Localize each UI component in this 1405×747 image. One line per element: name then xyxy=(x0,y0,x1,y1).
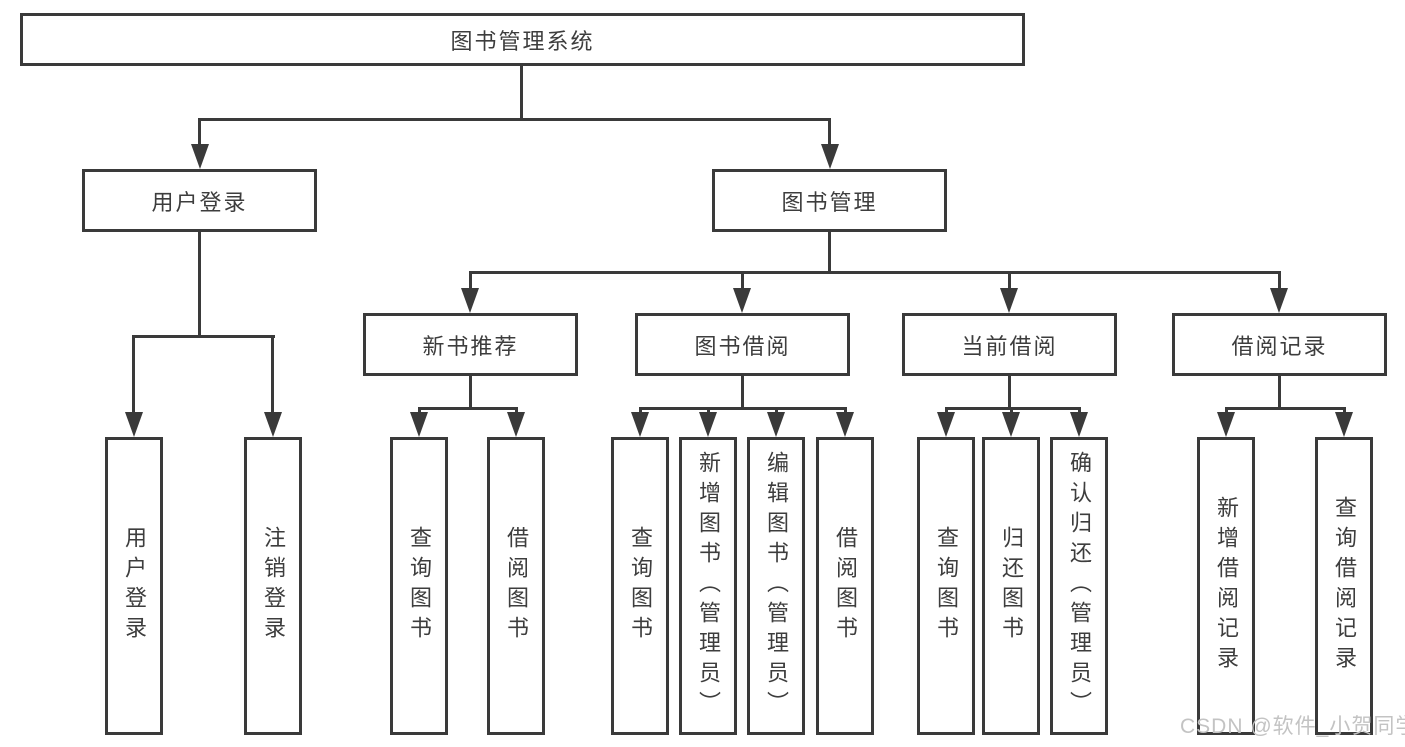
flow-line xyxy=(1225,407,1228,416)
flow-line xyxy=(1343,407,1346,416)
flow-line xyxy=(1010,407,1013,416)
flow-line xyxy=(198,118,201,148)
flow-line xyxy=(132,335,135,415)
node-label: 借阅图书 xyxy=(833,526,858,646)
flow-line xyxy=(198,232,201,335)
flow-line xyxy=(1008,271,1011,293)
flow-line xyxy=(1225,407,1346,410)
node-label: 用户登录 xyxy=(122,526,147,646)
node-label: 用户登录 xyxy=(151,189,248,215)
arrow-down-icon xyxy=(767,412,785,437)
arrow-down-icon xyxy=(461,288,479,313)
node-current-borrow: 当前借阅 xyxy=(902,313,1117,376)
arrow-down-icon xyxy=(410,412,428,437)
leaf-user-login: 用户登录 xyxy=(105,437,163,735)
flow-line xyxy=(1078,407,1081,416)
flow-line xyxy=(775,407,778,416)
node-label: 当前借阅 xyxy=(961,333,1058,359)
node-label: 图书管理系统 xyxy=(450,28,595,54)
arrow-down-icon xyxy=(733,288,751,313)
flow-line xyxy=(469,271,1281,274)
node-user-login: 用户登录 xyxy=(82,169,317,232)
node-library-system: 图书管理系统 xyxy=(20,13,1025,66)
watermark: CSDN @软件_小贺同学 xyxy=(1180,715,1405,738)
flow-line xyxy=(639,407,847,410)
node-book-borrow: 图书借阅 xyxy=(635,313,850,376)
flow-line xyxy=(469,271,472,293)
arrow-down-icon xyxy=(821,144,839,169)
arrow-down-icon xyxy=(1070,412,1088,437)
node-label: 确认归还（管理员） xyxy=(1067,451,1092,721)
flow-line xyxy=(132,335,275,338)
flow-line xyxy=(198,118,831,121)
node-label: 新增借阅记录 xyxy=(1214,496,1239,676)
node-label: 新增图书（管理员） xyxy=(696,451,721,721)
leaf-add-books-admin: 新增图书（管理员） xyxy=(679,437,737,735)
arrow-down-icon xyxy=(631,412,649,437)
arrow-down-icon xyxy=(191,144,209,169)
node-label: 借阅记录 xyxy=(1231,333,1328,359)
leaf-borrow-books: 借阅图书 xyxy=(816,437,874,735)
leaf-query-borrow-record: 查询借阅记录 xyxy=(1315,437,1373,735)
flow-line xyxy=(469,376,472,407)
arrow-down-icon xyxy=(1217,412,1235,437)
flow-line xyxy=(271,335,274,415)
flow-line xyxy=(1278,271,1281,293)
arrow-down-icon xyxy=(937,412,955,437)
arrow-down-icon xyxy=(1000,288,1018,313)
node-new-book-recommend: 新书推荐 xyxy=(363,313,578,376)
node-label: 注销登录 xyxy=(261,526,286,646)
flow-line xyxy=(945,407,948,416)
flow-line xyxy=(741,271,744,293)
node-borrow-records: 借阅记录 xyxy=(1172,313,1387,376)
leaf-add-borrow-record: 新增借阅记录 xyxy=(1197,437,1255,735)
node-label: 图书管理 xyxy=(781,189,878,215)
leaf-confirm-return-admin: 确认归还（管理员） xyxy=(1050,437,1108,735)
arrow-down-icon xyxy=(1335,412,1353,437)
flow-line xyxy=(741,376,744,407)
leaf-query-books-borrow: 查询图书 xyxy=(611,437,669,735)
arrow-down-icon xyxy=(264,412,282,437)
flow-line xyxy=(945,407,1081,410)
flow-line xyxy=(828,118,831,148)
arrow-down-icon xyxy=(507,412,525,437)
node-label: 归还图书 xyxy=(999,526,1024,646)
leaf-borrow-books-recommend: 借阅图书 xyxy=(487,437,545,735)
leaf-query-books-current: 查询图书 xyxy=(917,437,975,735)
node-label: 新书推荐 xyxy=(422,333,519,359)
flow-line xyxy=(828,232,831,271)
arrow-down-icon xyxy=(836,412,854,437)
node-label: 借阅图书 xyxy=(504,526,529,646)
flow-line xyxy=(639,407,642,416)
node-label: 图书借阅 xyxy=(694,333,791,359)
leaf-logout: 注销登录 xyxy=(244,437,302,735)
arrow-down-icon xyxy=(1002,412,1020,437)
flow-line xyxy=(707,407,710,416)
arrow-down-icon xyxy=(1270,288,1288,313)
flow-line xyxy=(844,407,847,416)
flow-line xyxy=(418,407,518,410)
leaf-return-books: 归还图书 xyxy=(982,437,1040,735)
arrow-down-icon xyxy=(125,412,143,437)
node-label: 编辑图书（管理员） xyxy=(764,451,789,721)
node-label: 查询图书 xyxy=(628,526,653,646)
flow-line xyxy=(1008,376,1011,407)
node-label: 查询图书 xyxy=(934,526,959,646)
flow-line xyxy=(515,407,518,416)
node-label: 查询借阅记录 xyxy=(1332,496,1357,676)
flow-line xyxy=(520,66,523,118)
flow-line xyxy=(418,407,421,416)
leaf-query-books-recommend: 查询图书 xyxy=(390,437,448,735)
flow-line xyxy=(1278,376,1281,407)
arrow-down-icon xyxy=(699,412,717,437)
node-book-management: 图书管理 xyxy=(712,169,947,232)
node-label: 查询图书 xyxy=(407,526,432,646)
leaf-edit-books-admin: 编辑图书（管理员） xyxy=(747,437,805,735)
